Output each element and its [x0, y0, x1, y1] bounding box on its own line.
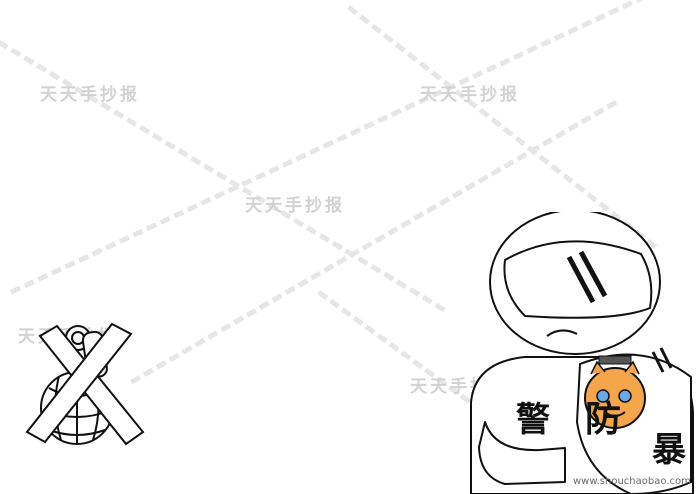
riot-police-figure	[470, 212, 694, 494]
crossed-grenade-icon	[25, 322, 145, 446]
shield-char-bao: 暴	[652, 430, 686, 470]
shield-char-fang: 防	[585, 399, 622, 440]
mascot-logo-icon	[584, 355, 646, 429]
shield-char-jing: 警	[516, 400, 550, 440]
site-url: www.shouchaobao.com	[573, 476, 691, 487]
watermark-text: 天天手抄报	[40, 85, 140, 105]
watermark-text: 天天手抄报	[420, 85, 520, 105]
watermark-text: 天天手抄报	[245, 196, 345, 216]
